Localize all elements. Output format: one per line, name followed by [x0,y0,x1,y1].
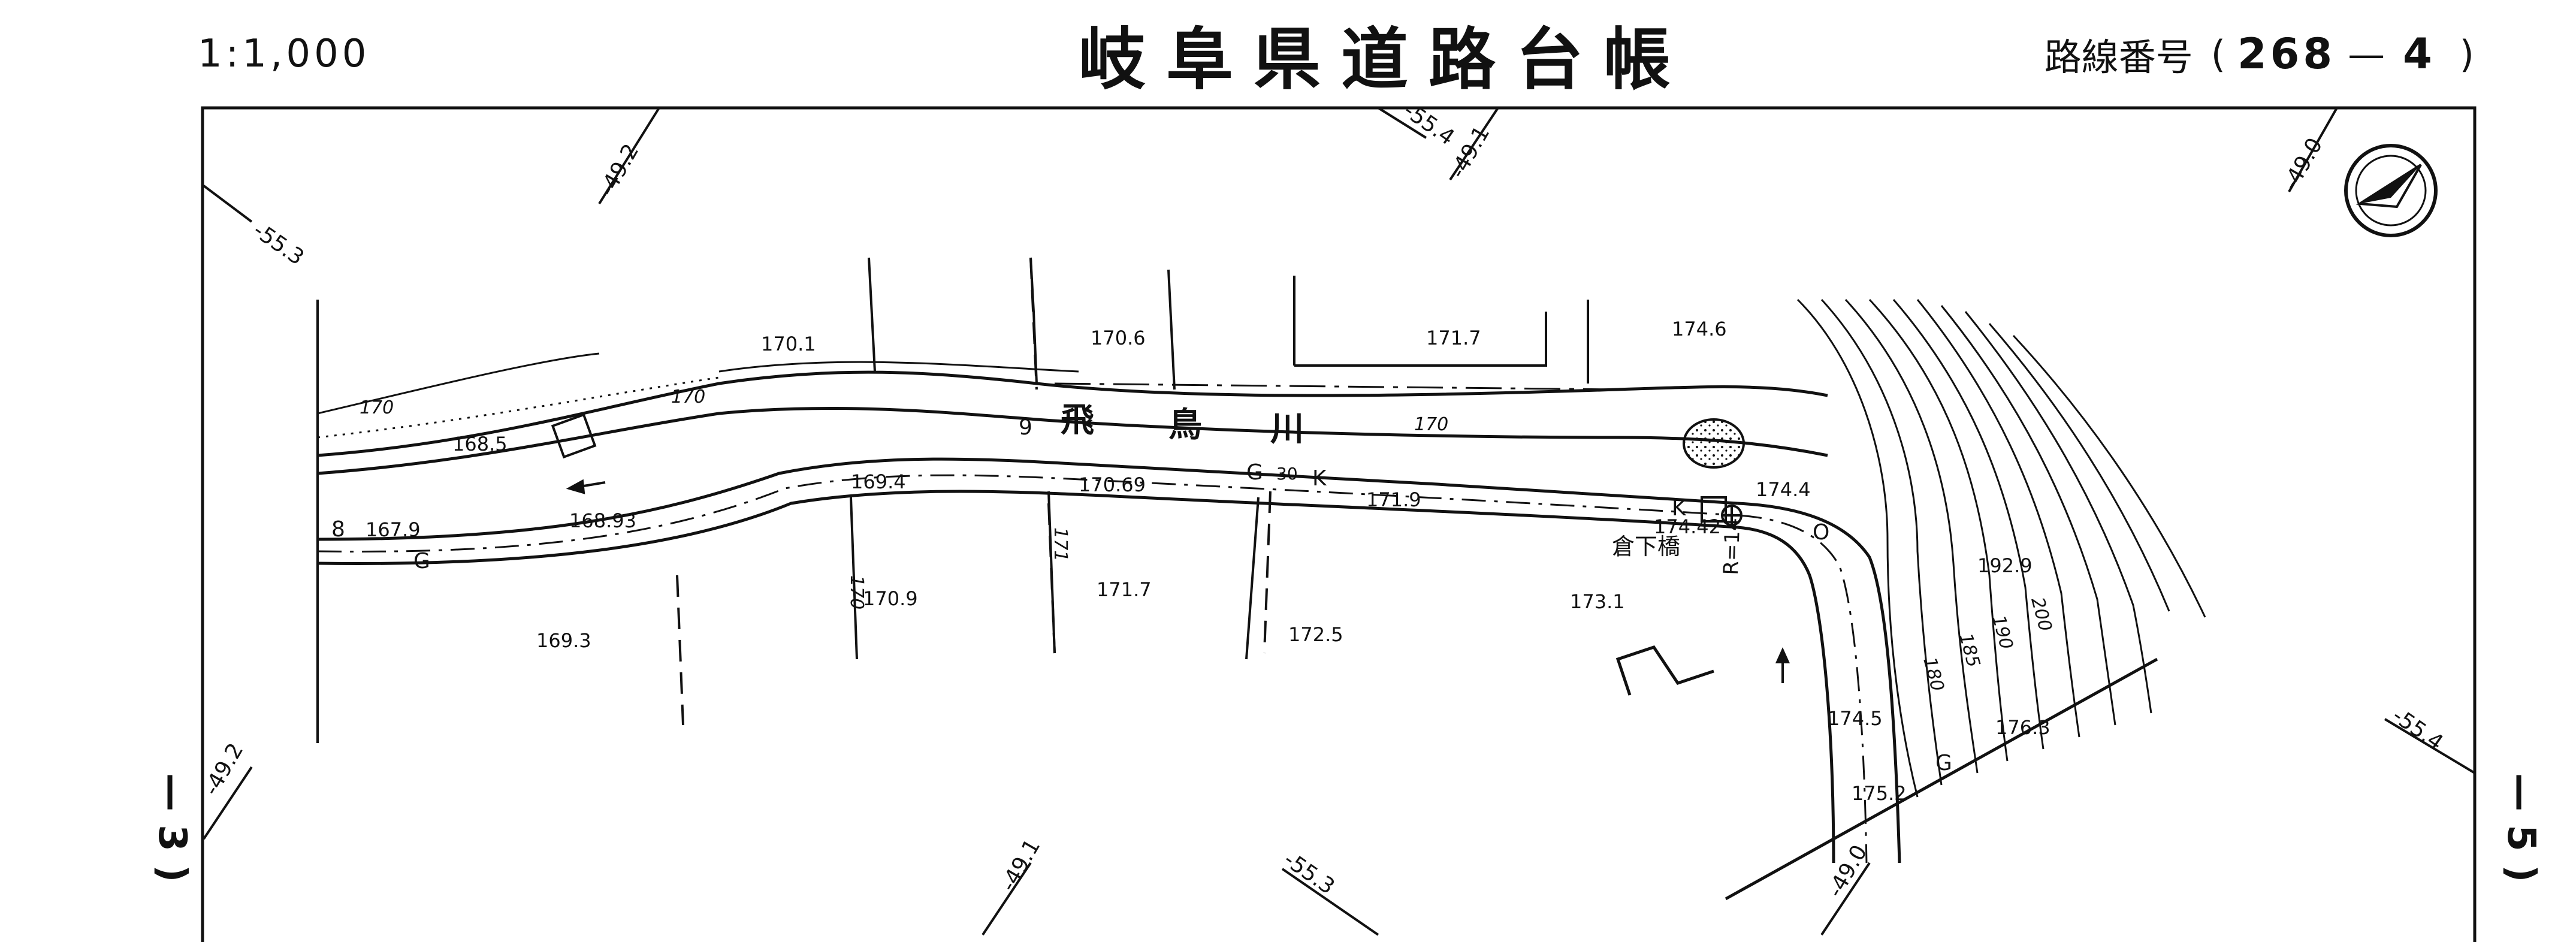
map-title: 岐阜県道路台帳 [1079,21,1691,99]
elevation-label: 174.4 [1756,478,1811,501]
station-label: 30 [1276,464,1298,484]
elevation-label: 170.1 [761,333,816,355]
elevation-label: 171.7 [1426,327,1481,349]
contour-label: 170 [671,387,705,407]
grid-label: -55.4 [2388,704,2448,756]
route-number: 268 [2237,29,2336,78]
grid-label: -49.1 [996,835,1045,895]
road-mark: G [1935,751,1952,775]
contour-label: 171 [1050,527,1071,561]
contour-label: 170 [360,397,394,418]
route-section: 4 [2403,29,2436,78]
contour-label: 170 [846,575,867,609]
elevation-label: 176.3 [1995,716,2050,739]
elevation-label: 171.7 [1097,578,1152,601]
elevation-labels: 170.1 170.6 171.7 174.6 168.5 167.9 168.… [366,318,2050,805]
pond [1683,418,1745,469]
road-mark: G [1246,460,1263,485]
grid-label: -55.3 [1279,847,1339,899]
elevation-label: 174.42 [1654,515,1721,538]
river-name-char: 飛 [1061,401,1094,440]
grid-ticks [203,107,2476,936]
road-mark: K [1312,466,1327,491]
adjacent-sheet-left: — 3 ) [150,773,194,883]
road-mark: K [1672,496,1687,521]
contour-label: 180 [1919,655,1948,693]
elevation-label: 169.3 [536,629,591,652]
house-outline [1615,645,1714,696]
elevation-label: 174.6 [1672,318,1727,340]
map-scale: 1:1,000 [198,32,370,76]
elevation-label: 168.93 [569,509,636,532]
river-name-char: 川 [1270,410,1304,449]
station-label: 9 [1019,415,1032,440]
grid-label: -49.0 [2278,134,2327,194]
elevation-label: 174.5 [1828,707,1883,730]
map-frame [201,106,2477,942]
road-mark: O [1813,520,1829,545]
adjacent-sheet-right: — 5 ) [2499,773,2543,883]
main-road [317,457,1901,864]
elevation-label: 170.69 [1079,473,1146,496]
elevation-label: 173.1 [1570,590,1625,613]
flow-arrows [566,479,1790,683]
contour-label: 190 [1988,613,2017,651]
route-label: 路線番号 [2044,35,2193,79]
river-banks [317,352,1828,475]
river-name-group: 飛 鳥 川 [1061,401,1304,449]
elevation-label: 192.9 [1977,554,2033,577]
elevation-label: 167.9 [366,518,421,541]
contour-label: 200 [2027,595,2056,633]
small-building [551,413,597,459]
route-open-paren: ( [2210,32,2225,76]
grid-label: -49.2 [594,140,644,200]
station-label: 8 [331,517,345,542]
road-mark: G [413,549,430,573]
elevation-label: 169.4 [851,470,906,493]
map-boundary-line [1725,657,2158,901]
elevation-label: 171.9 [1366,488,1421,511]
grid-label: -55.3 [249,218,309,270]
road-marks: 8 9 30 R=14 G G G K K O [331,415,1952,775]
contour-label: 185 [1955,631,1984,669]
route-close-paren: ) [2459,32,2474,76]
river-name-char: 鳥 [1168,406,1202,445]
grid-label-group: -55.3 -49.2 -55.4 -49.1 -49.0 -49.2 -49.… [199,98,2447,902]
contour-label: 170 [1414,414,1448,435]
elevation-label: 172.5 [1288,623,1343,646]
curve-radius-label: R=14 [1719,518,1745,576]
elevation-label: 175.2 [1852,782,1907,805]
elevation-label: 170.9 [863,587,918,610]
parcel-dashed-lines [676,257,1272,726]
grid-label: -55.4 [1399,98,1459,150]
bridge-name: 倉下橋 [1612,533,1680,560]
grid-label: -49.2 [199,739,248,799]
bridge [1701,496,1743,526]
slope-contours [1796,298,2206,798]
route-number-block: 路線番号 ( 268 — 4 ) [2045,0,2474,108]
route-dash: — [2348,32,2385,76]
elevation-label: 168.5 [452,433,508,455]
elevation-label: 170.6 [1091,327,1146,349]
north-arrow-icon [2344,144,2438,237]
